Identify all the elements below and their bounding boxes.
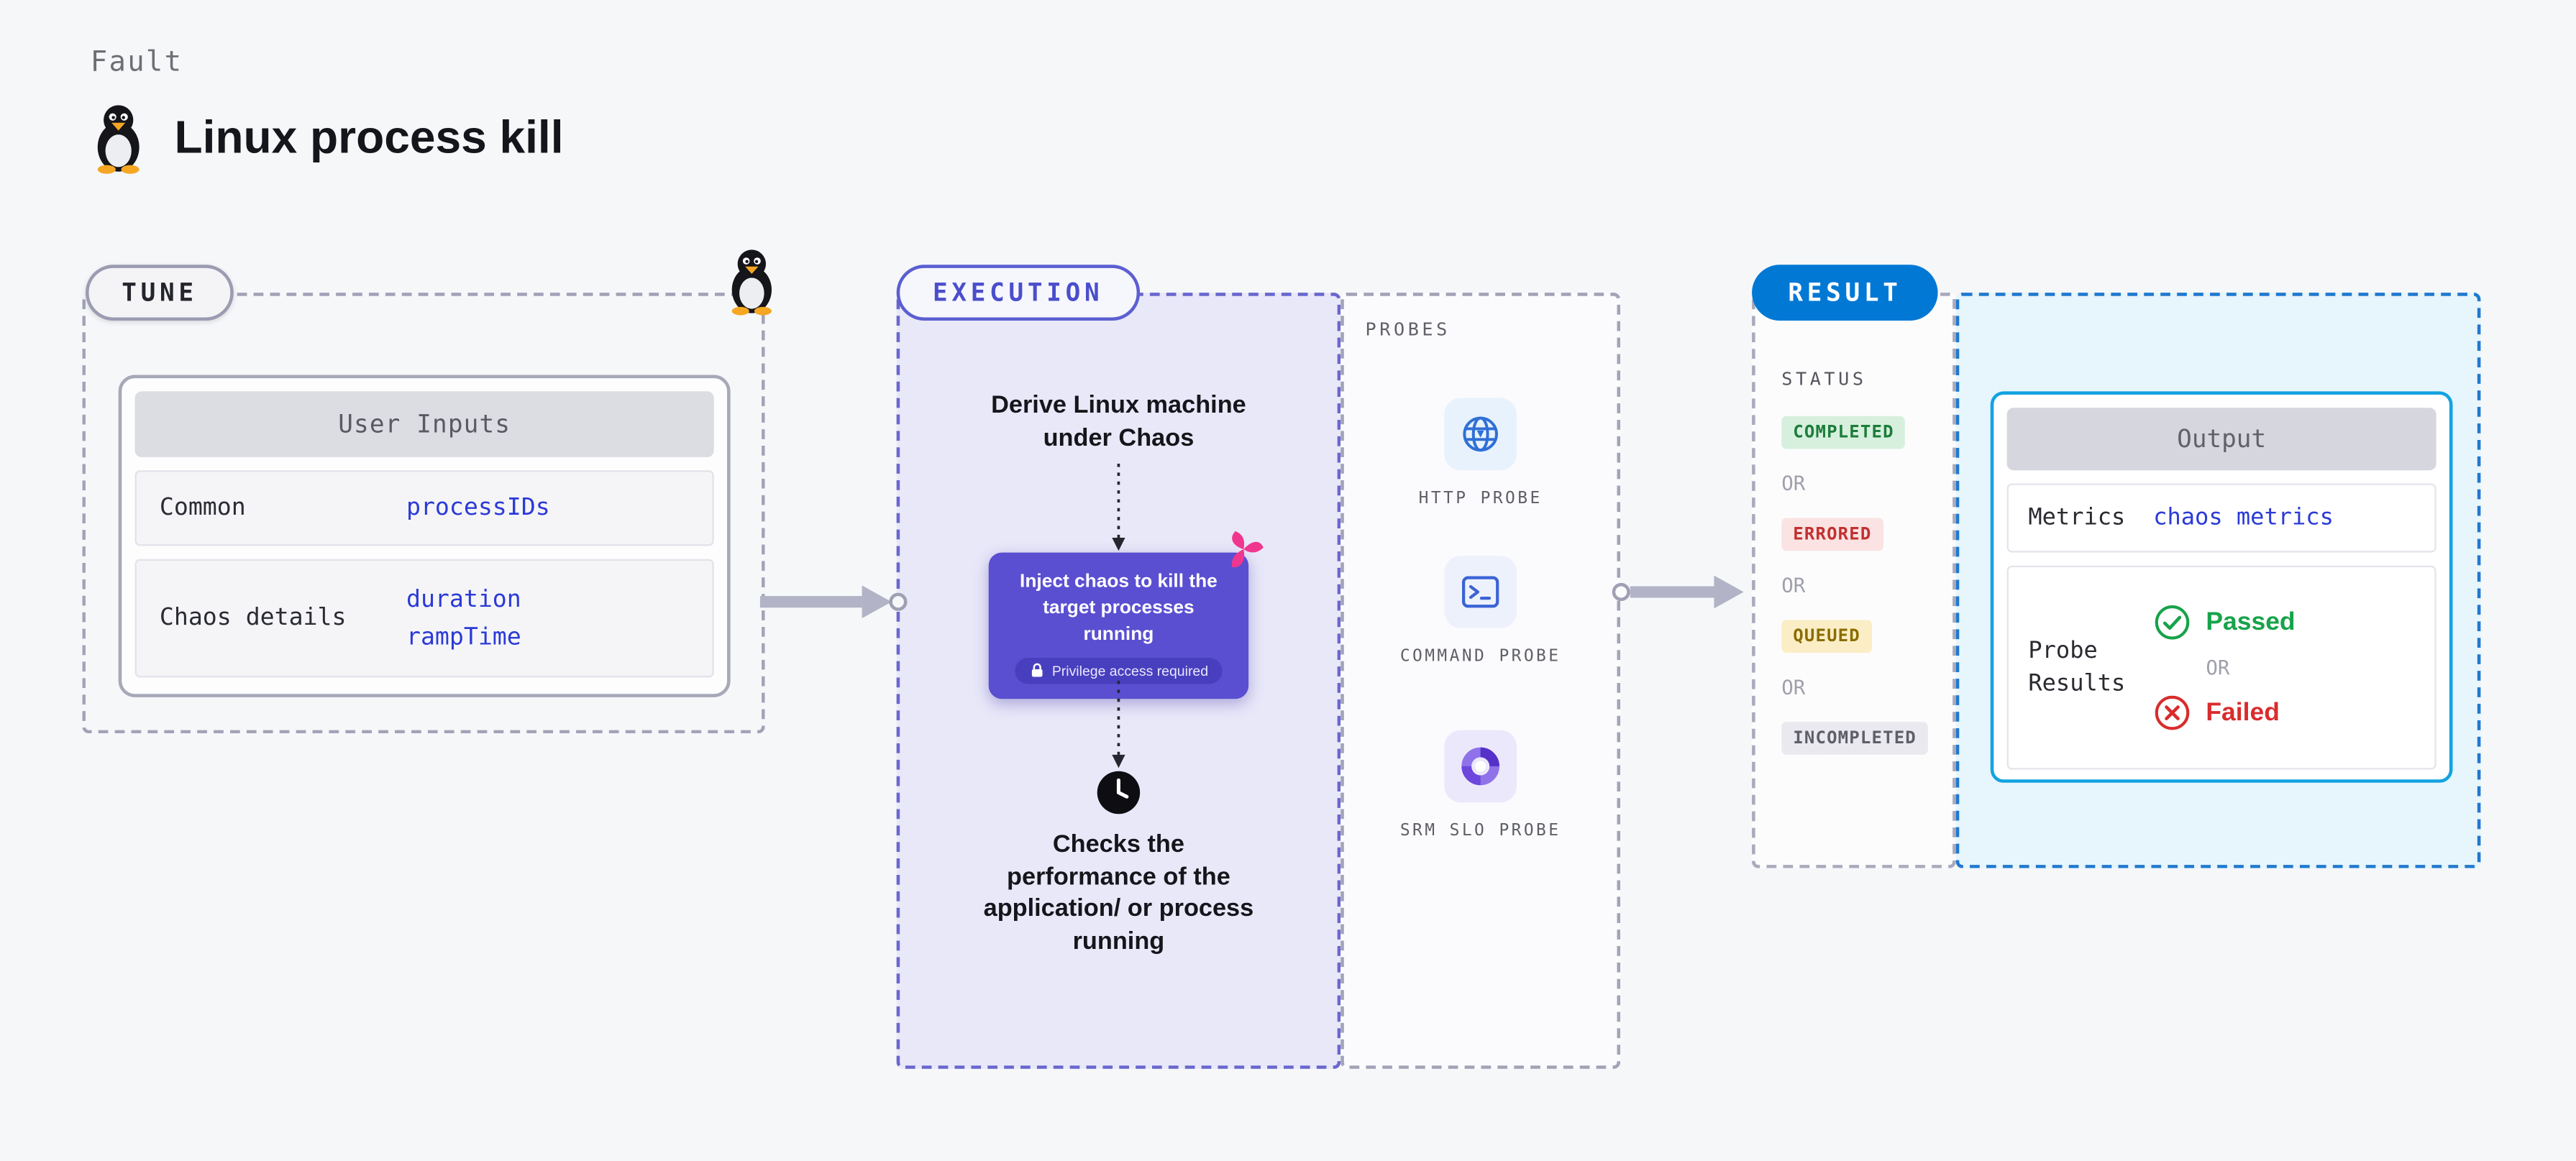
globe-icon — [1463, 416, 1498, 452]
metrics-row: Metrics chaos metrics — [2006, 483, 2436, 553]
chaos-logo-icon — [1231, 531, 1264, 568]
failed-label: Failed — [2206, 698, 2280, 726]
passed-line: Passed — [2153, 603, 2296, 641]
check-circle-icon — [2155, 605, 2190, 640]
probes-panel: PROBES HTTP PROBE C — [1340, 293, 1621, 1069]
status-badge-completed: COMPLETED — [1781, 416, 1906, 449]
srm-slo-probe-icon — [1444, 730, 1517, 803]
metrics-label: Metrics — [2028, 504, 2126, 531]
result-badge: RESULT — [1752, 265, 1938, 321]
command-probe-icon — [1444, 556, 1517, 628]
fault-kicker: Fault — [90, 46, 183, 79]
user-inputs-header: User Inputs — [134, 391, 714, 457]
or-text: OR — [1781, 676, 1806, 699]
http-probe-icon — [1444, 398, 1517, 471]
execution-panel: Derive Linux machine under Chaos Inject … — [896, 293, 1341, 1069]
tune-panel — [82, 293, 765, 734]
or-text: OR — [1781, 574, 1806, 597]
status-panel: STATUS COMPLETED OR ERRORED OR QUEUED OR… — [1752, 293, 1956, 868]
output-card: Output Metrics chaos metrics Probe Resul… — [1990, 391, 2453, 783]
privilege-badge: Privilege access required — [1014, 658, 1223, 685]
output-panel: Output Metrics chaos metrics Probe Resul… — [1955, 293, 2481, 868]
page-title-row: Linux process kill — [89, 102, 564, 175]
tux-icon — [89, 102, 148, 175]
or-text: OR — [2206, 656, 2230, 679]
tune-badge: TUNE — [85, 265, 234, 321]
input-row-label: Chaos details — [159, 605, 347, 632]
privilege-text: Privilege access required — [1051, 663, 1209, 680]
output-header: Output — [2006, 408, 2436, 471]
status-label: STATUS — [1781, 368, 1867, 390]
probe-results-label: Probe Results — [2028, 637, 2126, 697]
input-row-label: Common — [159, 495, 246, 522]
http-probe-label: HTTP PROBE — [1418, 490, 1543, 508]
input-value-processids: processIDs — [406, 495, 550, 522]
clock-icon — [1097, 771, 1141, 814]
probes-label: PROBES — [1365, 318, 1451, 341]
input-row-chaos-details: Chaos details duration rampTime — [134, 559, 714, 678]
or-text: OR — [1781, 472, 1806, 495]
user-inputs-card: User Inputs Common processIDs Chaos deta… — [118, 375, 731, 697]
checks-performance-text: Checks the performance of the applicatio… — [983, 830, 1254, 955]
passed-label: Passed — [2206, 607, 2296, 636]
tux-icon-small — [723, 247, 780, 316]
down-arrow-icon — [1112, 680, 1125, 768]
inject-chaos-card: Inject chaos to kill the target processe… — [988, 552, 1249, 699]
srm-slo-probe-label: SRM SLO PROBE — [1399, 822, 1561, 840]
arrow-tune-to-execution — [759, 585, 908, 619]
input-value-ramptime: rampTime — [406, 624, 521, 651]
down-arrow-icon — [1112, 464, 1125, 551]
x-circle-icon — [2155, 695, 2190, 730]
execution-badge: EXECUTION — [896, 265, 1140, 321]
srm-slo-probe-item: SRM SLO PROBE — [1344, 730, 1617, 844]
status-badge-incompleted: INCOMPLETED — [1781, 722, 1928, 755]
status-badge-queued: QUEUED — [1781, 620, 1872, 653]
input-row-common: Common processIDs — [134, 470, 714, 546]
donut-chart-icon — [1461, 747, 1499, 786]
command-probe-item: COMMAND PROBE — [1344, 556, 1617, 669]
input-value-duration: duration — [406, 586, 521, 613]
probe-results-row: Probe Results Passed OR — [2006, 565, 2436, 770]
failed-line: Failed — [2153, 694, 2295, 732]
command-probe-label: COMMAND PROBE — [1399, 648, 1561, 666]
inject-chaos-text: Inject chaos to kill the target processe… — [1020, 572, 1218, 646]
terminal-icon — [1462, 576, 1499, 608]
metrics-value: chaos metrics — [2153, 505, 2334, 531]
lock-icon — [1031, 664, 1042, 678]
derive-machine-text: Derive Linux machine under Chaos — [991, 391, 1246, 451]
http-probe-item: HTTP PROBE — [1344, 398, 1617, 512]
arrow-execution-to-result — [1612, 575, 1744, 609]
status-badge-errored: ERRORED — [1781, 518, 1883, 551]
page-title: Linux process kill — [174, 111, 564, 163]
